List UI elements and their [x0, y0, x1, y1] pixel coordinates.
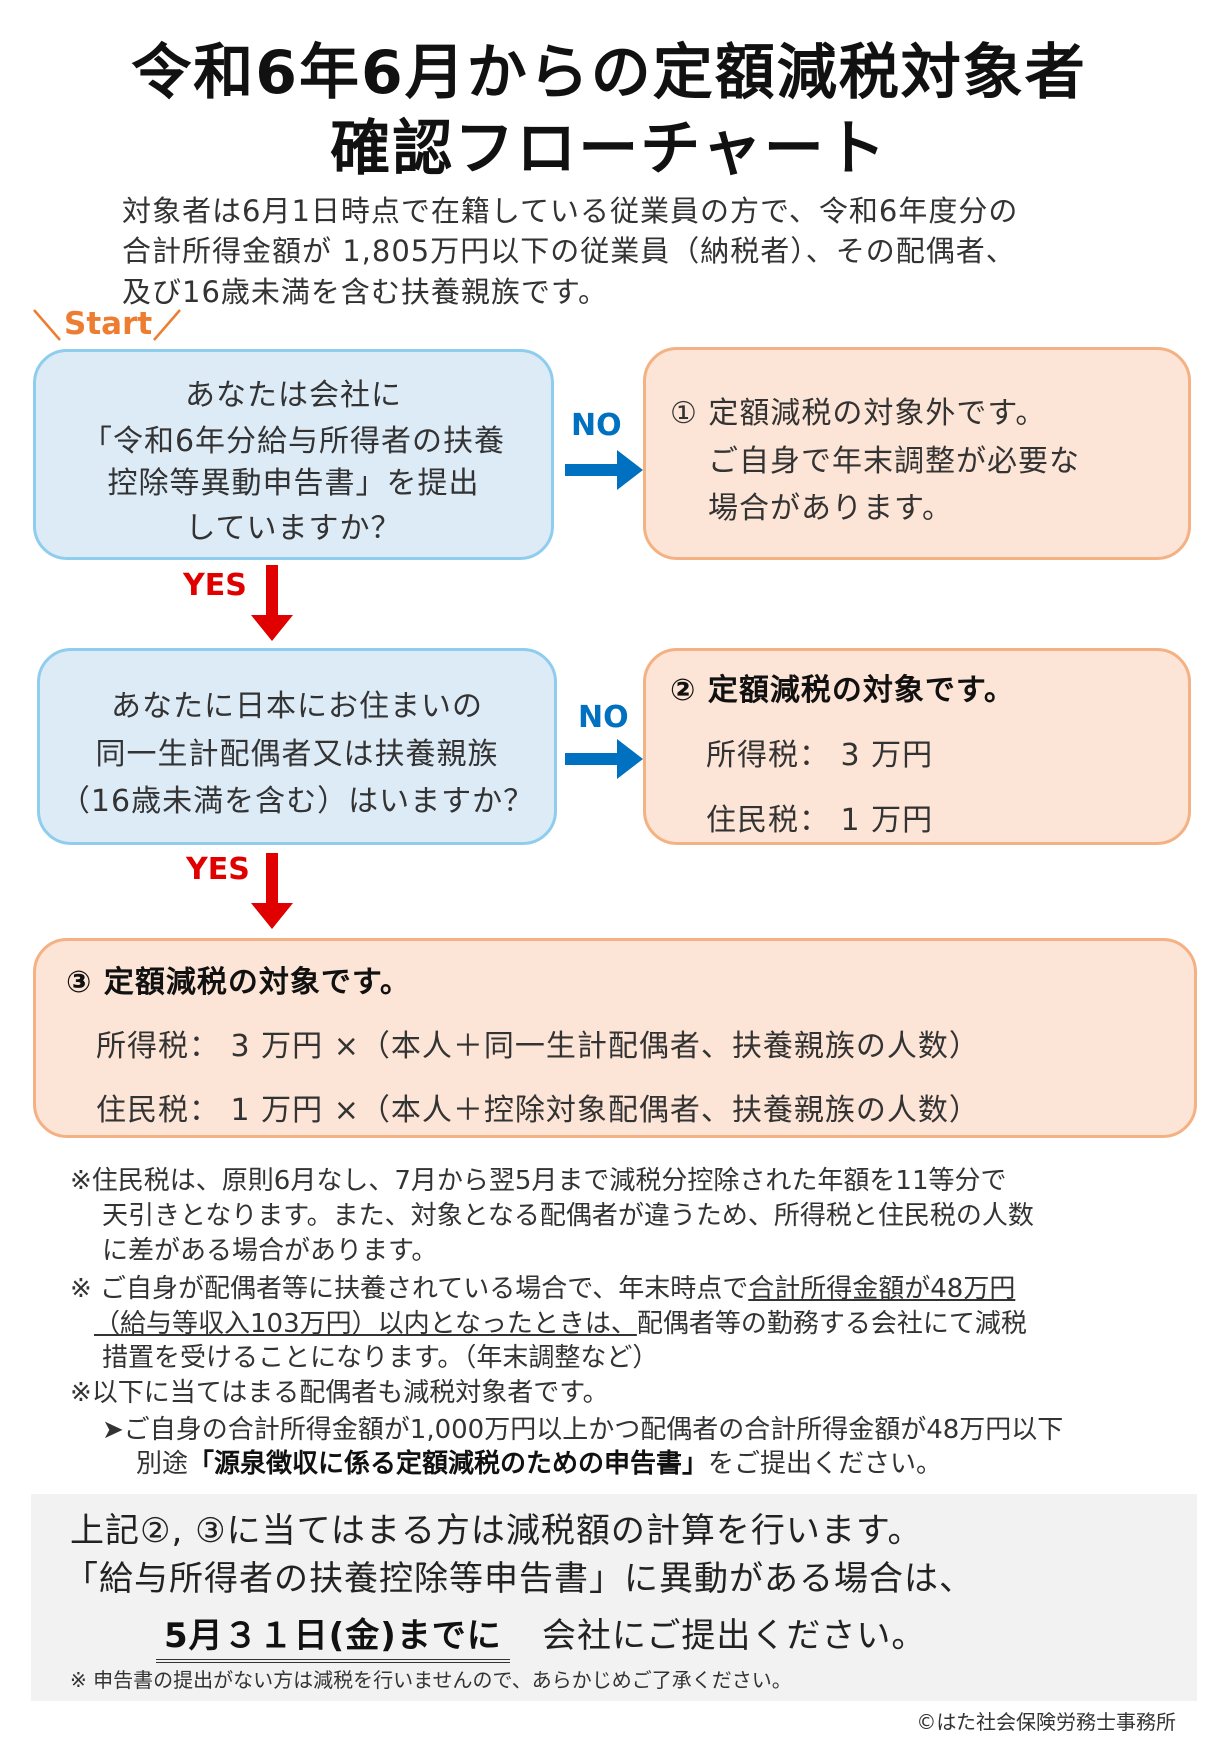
note-line: ➤ご自身の合計所得金額が1,000万円以上かつ配偶者の合計所得金額が48万円以下 [102, 1415, 1064, 1445]
copyright: ©はた社会保険労務士事務所 [916, 1710, 1176, 1734]
note-line: 天引きとなります。また、対象となる配偶者が違うため、所得税と住民税の人数 [102, 1201, 1034, 1231]
r3-income: 所得税： 3 万円 ×（本人＋同一生計配偶者、扶養親族の人数） [96, 1029, 980, 1064]
note-line: に差がある場合があります。 [102, 1236, 438, 1266]
r1-line: ご自身で年末調整が必要な [708, 444, 1080, 479]
note-text: 別途 [136, 1449, 189, 1479]
title-line2: 確認フローチャート [330, 114, 888, 184]
r3-resident: 住民税： 1 万円 ×（本人＋控除対象配偶者、扶養親族の人数） [96, 1093, 980, 1128]
note-text: をご提出ください。 [708, 1449, 943, 1479]
yes-label-1: YES [183, 568, 247, 603]
start-marks-icon [33, 309, 181, 341]
r3-title: ③ 定額減税の対象です。 [66, 965, 411, 1000]
note-text: ※ ご自身が配偶者等に扶養されている場合で、年末時点で [70, 1274, 749, 1304]
result-2-box: ② 定額減税の対象です。 所得税： 3 万円 住民税： 1 万円 [643, 648, 1191, 845]
arrow-right-icon [565, 739, 643, 779]
start-label: Start [64, 306, 153, 342]
summary-panel [31, 1494, 1197, 1701]
arrow-right-icon [565, 450, 643, 490]
question-2-box: あなたに日本にお住まいの 同一生計配偶者又は扶養親族 （16歳未満を含む）はいま… [37, 648, 557, 845]
summary-line: 「給与所得者の扶養控除等申告書」に異動がある場合は、 [64, 1559, 974, 1599]
arrow-down-icon [251, 853, 293, 929]
note-line: （給与等収入103万円）以内となったときは、配偶者等の勤務する会社にて減税 [94, 1303, 1027, 1340]
intro-line: 合計所得金額が 1,805万円以下の従業員（納税者）、その配偶者、 [122, 234, 1016, 268]
note-text: 配偶者等の勤務する会社にて減税 [636, 1309, 1027, 1339]
q2-line: （16歳未満を含む）はいますか？ [59, 784, 535, 819]
question-1-box: あなたは会社に 「令和6年分給与所得者の扶養 控除等異動申告書」を提出 していま… [33, 349, 554, 560]
summary-line: 会社にご提出ください。 [542, 1616, 927, 1656]
intro-line: 及び16歳未満を含む扶養親族です。 [122, 275, 609, 309]
r2-title: ② 定額減税の対象です。 [670, 673, 1015, 708]
note-line: ※以下に当てはまる配偶者も減税対象者です。 [70, 1378, 609, 1408]
note-underlined: （給与等収入103万円）以内となったときは、 [94, 1309, 637, 1339]
summary-small-note: ※ 申告書の提出がない方は減税を行いませんので、あらかじめご了承ください。 [70, 1668, 792, 1692]
q2-line: あなたに日本にお住まいの [111, 689, 483, 724]
q1-line: 控除等異動申告書」を提出 [107, 466, 480, 501]
result-3-box: ③ 定額減税の対象です。 所得税： 3 万円 ×（本人＋同一生計配偶者、扶養親族… [33, 938, 1197, 1138]
r1-line: 場合があります。 [708, 491, 953, 526]
result-1-box: ① 定額減税の対象外です。 ご自身で年末調整が必要な 場合があります。 [643, 347, 1191, 560]
r2-income: 所得税： 3 万円 [706, 738, 934, 773]
yes-label-2: YES [186, 852, 250, 887]
note-underlined: 合計所得金額が48万円 [748, 1274, 1016, 1304]
deadline: 5月３１日(金)までに [156, 1608, 510, 1663]
note-line: 措置を受けることになります。（年末調整など） [102, 1343, 659, 1373]
arrow-down-icon [251, 565, 293, 641]
note-line: ※住民税は、原則6月なし、7月から翌5月まで減税分控除された年額を11等分で [70, 1166, 1007, 1196]
form-name: 「源泉徴収に係る定額減税のための申告書」 [188, 1449, 709, 1479]
no-label-2: NO [578, 700, 629, 735]
note-line: 別途「源泉徴収に係る定額減税のための申告書」をご提出ください。 [136, 1443, 942, 1480]
no-label-1: NO [571, 408, 622, 443]
note-line: ※ ご自身が配偶者等に扶養されている場合で、年末時点で合計所得金額が48万円 [70, 1268, 1015, 1305]
intro-line: 対象者は6月1日時点で在籍している従業員の方で、令和6年度分の [122, 194, 1019, 228]
q1-line: していますか？ [185, 511, 402, 546]
q1-line: あなたは会社に [185, 378, 402, 413]
r1-line: ① 定額減税の対象外です。 [670, 396, 1047, 431]
r2-resident: 住民税： 1 万円 [706, 803, 934, 838]
q1-line: 「令和6年分給与所得者の扶養 [81, 424, 506, 459]
summary-line: 上記②, ③に当てはまる方は減税額の計算を行います。 [70, 1511, 923, 1551]
q2-line: 同一生計配偶者又は扶養親族 [95, 737, 499, 772]
title-line1: 令和6年6月からの定額減税対象者 [131, 38, 1087, 108]
